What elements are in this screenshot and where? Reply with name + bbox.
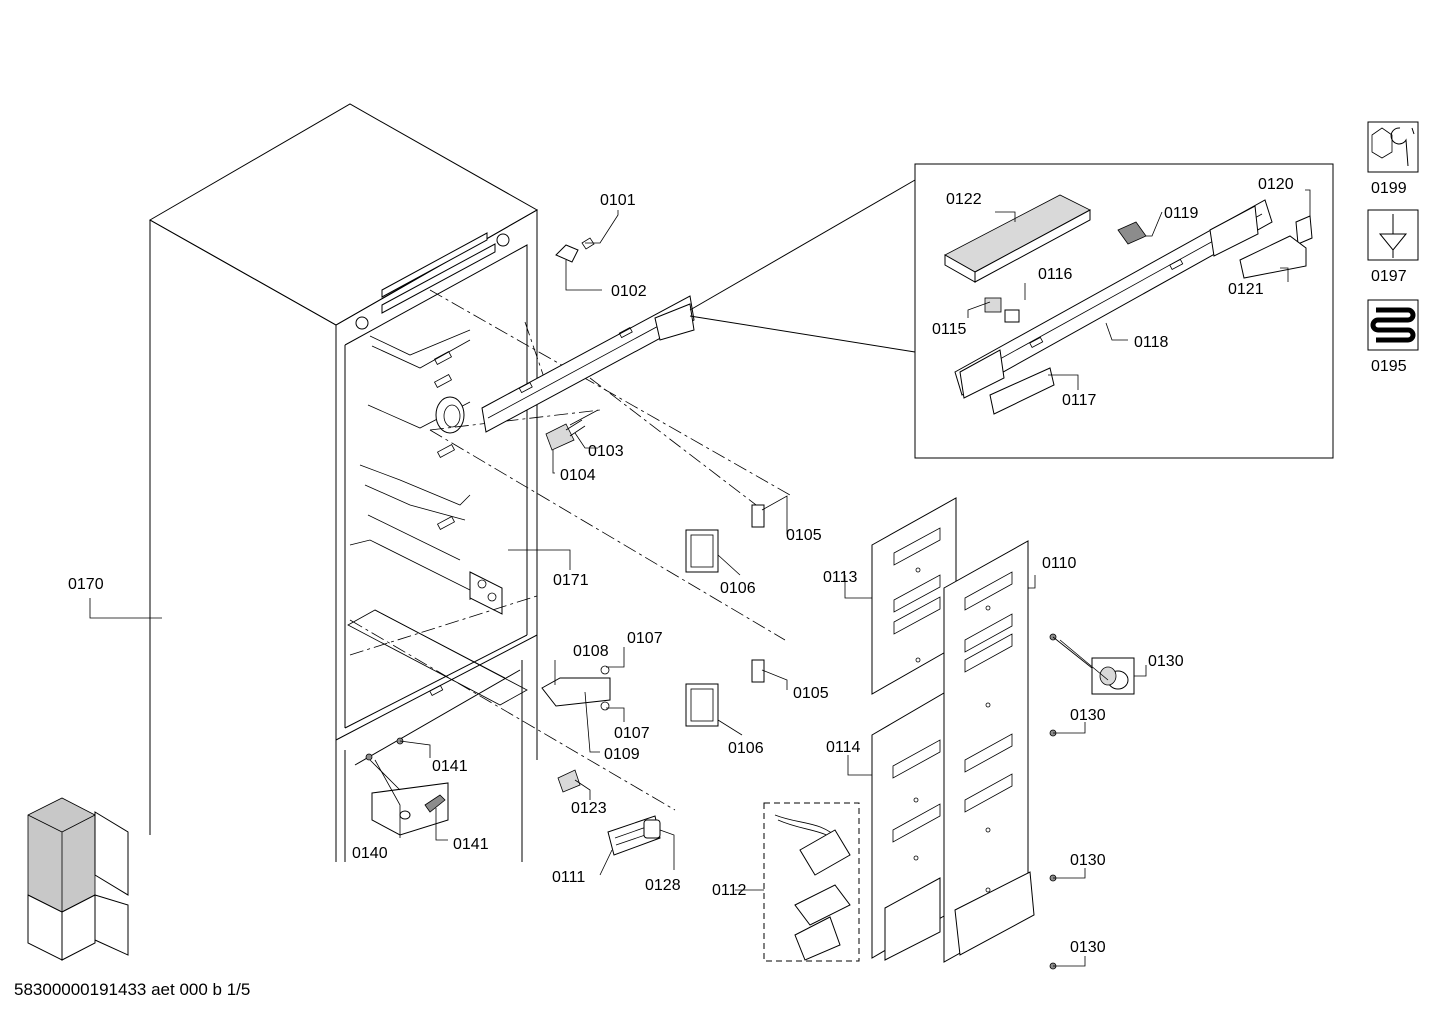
part-labels: 0101 0102 0103 0104 0105 0106 0170 0171 … [68, 176, 1294, 956]
label-0199: 0199 [1371, 180, 1407, 197]
label-0141-a: 0141 [432, 758, 468, 775]
label-0171: 0171 [553, 572, 589, 589]
heating-coil-icon [1367, 299, 1419, 351]
panel-0110 [943, 540, 1035, 963]
label-0140: 0140 [352, 845, 388, 862]
leader-lines [89, 189, 1311, 967]
label-0170: 0170 [68, 576, 104, 593]
screwdriver-icon [1367, 209, 1419, 261]
label-0101: 0101 [600, 192, 636, 209]
label-0106-b: 0106 [728, 740, 764, 757]
label-0112: 0112 [712, 882, 747, 899]
label-0118: 0118 [1134, 334, 1169, 351]
label-0128: 0128 [645, 877, 681, 894]
label-0195: 0195 [1371, 358, 1407, 375]
label-0104: 0104 [560, 467, 596, 484]
label-0111: 0111 [552, 869, 585, 886]
label-0114: 0114 [826, 739, 861, 756]
label-0116: 0116 [1038, 266, 1073, 283]
label-0105-a: 0105 [786, 527, 822, 544]
label-0105-b: 0105 [793, 685, 829, 702]
label-0122: 0122 [946, 191, 982, 208]
label-0103: 0103 [588, 443, 624, 460]
label-0130-d: 0130 [1070, 939, 1106, 956]
fridge-thumbnail [27, 797, 129, 961]
label-0108: 0108 [573, 643, 609, 660]
label-0130-b: 0130 [1070, 707, 1106, 724]
label-0107-b: 0107 [614, 725, 650, 742]
label-0113: 0113 [823, 569, 858, 586]
label-0106-a: 0106 [720, 580, 756, 597]
panel-0113 [871, 497, 957, 695]
label-0119: 0119 [1164, 205, 1199, 222]
light-rail-assembly [481, 237, 695, 451]
label-0102: 0102 [611, 283, 647, 300]
label-0109: 0109 [604, 746, 640, 763]
label-0110: 0110 [1042, 555, 1077, 572]
label-0197: 0197 [1371, 268, 1407, 285]
label-0115: 0115 [932, 321, 967, 338]
fridge-cabinet [148, 103, 539, 862]
label-0141-b: 0141 [453, 836, 489, 853]
label-0117: 0117 [1062, 392, 1097, 409]
detail-inset [689, 163, 1334, 459]
label-0130-c: 0130 [1070, 852, 1106, 869]
label-0107-a: 0107 [627, 630, 663, 647]
wrench-nut-icon [1367, 121, 1419, 173]
label-0130-a: 0130 [1148, 653, 1184, 670]
label-0121: 0121 [1228, 281, 1264, 298]
legend-icons: 0199 0197 0195 [1367, 121, 1419, 375]
label-0123: 0123 [571, 800, 607, 817]
label-0120: 0120 [1258, 176, 1294, 193]
assembly-lines [349, 289, 791, 811]
panel-0114 [871, 692, 945, 961]
document-footer: 58300000191433 aet 000 b 1/5 [14, 980, 251, 999]
